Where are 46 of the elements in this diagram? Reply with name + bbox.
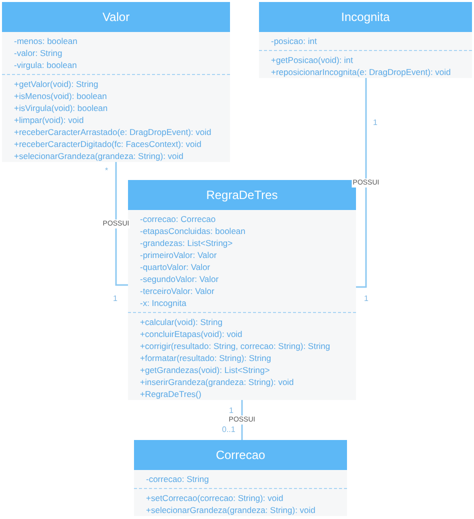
method-text: +setCorrecao(correcao: String): void [146, 492, 284, 504]
method-text: +getValor(void): String [14, 78, 100, 90]
method-text: +getPosicao(void): int [271, 54, 354, 66]
method-text: +concluirEtapas(void): void [140, 328, 244, 340]
attribute-text: -menos: boolean [14, 35, 78, 47]
attribute-text: -valor: String [14, 47, 64, 59]
attribute-text: -correcao: String [146, 473, 210, 485]
attribute-text: -primeiroValor: Valor [140, 249, 218, 261]
attribute-text: -posicao: int [271, 35, 318, 47]
method-text: +selecionarGrandeza(grandeza: String): void [14, 150, 184, 162]
association-line [356, 78, 367, 288]
method-text: +limpar(void): void [14, 114, 85, 126]
method-text: +isMenos(void): boolean [14, 90, 108, 102]
multiplicity-label: 1 [373, 118, 378, 128]
method-text: +calcular(void): String [140, 316, 224, 328]
method-text: +getGrandezas(void): List<String> [140, 364, 271, 376]
attribute-text: -grandezas: List<String> [140, 237, 234, 249]
class-box [259, 2, 472, 78]
association-line [115, 162, 128, 286]
method-text: +RegraDeTres() [140, 388, 202, 400]
multiplicity-label: 1 [364, 294, 368, 304]
method-text: +formatar(resultado: String): String [140, 352, 272, 364]
attribute-text: -x: Incognita [140, 297, 188, 309]
attribute-text: -correcao: Correcao [140, 213, 217, 225]
class-name: Correcao [216, 447, 266, 464]
method-text: +reposicionarIncognita(e: DragDropEvent): void [271, 66, 452, 78]
multiplicity-label: 1 [229, 406, 234, 416]
multiplicity-label: 0..1 [222, 425, 236, 435]
multiplicity-label: 1 [113, 294, 118, 304]
method-text: +selecionarGrandeza(grandeza: String): void [146, 504, 316, 516]
attribute-text: -etapasConcluidas: boolean [140, 225, 246, 237]
attribute-text: -segundoValor: Valor [140, 273, 220, 285]
class-box [134, 440, 347, 516]
attribute-text: -terceiroValor: Valor [140, 285, 216, 297]
class-name: RegraDeTres [206, 187, 278, 204]
class-box [2, 2, 230, 162]
multiplicity-label: * [105, 166, 108, 176]
method-text: +receberCaracterArrastado(e: DragDropEvent): void [14, 126, 212, 138]
method-text: +inserirGrandeza(grandeza: String): void [140, 376, 295, 388]
class-name: Valor [102, 9, 130, 26]
class-name: Incognita [341, 9, 390, 26]
method-text: +corrigir(resultado: String, correcao: String): String [140, 340, 332, 352]
attribute-text: -virgula: boolean [14, 59, 78, 71]
method-text: +receberCaracterDigitado(fc: FacesContext): void [14, 138, 202, 150]
method-text: +isVirgula(void): boolean [14, 102, 109, 114]
attribute-text: -quartoValor: Valor [140, 261, 212, 273]
